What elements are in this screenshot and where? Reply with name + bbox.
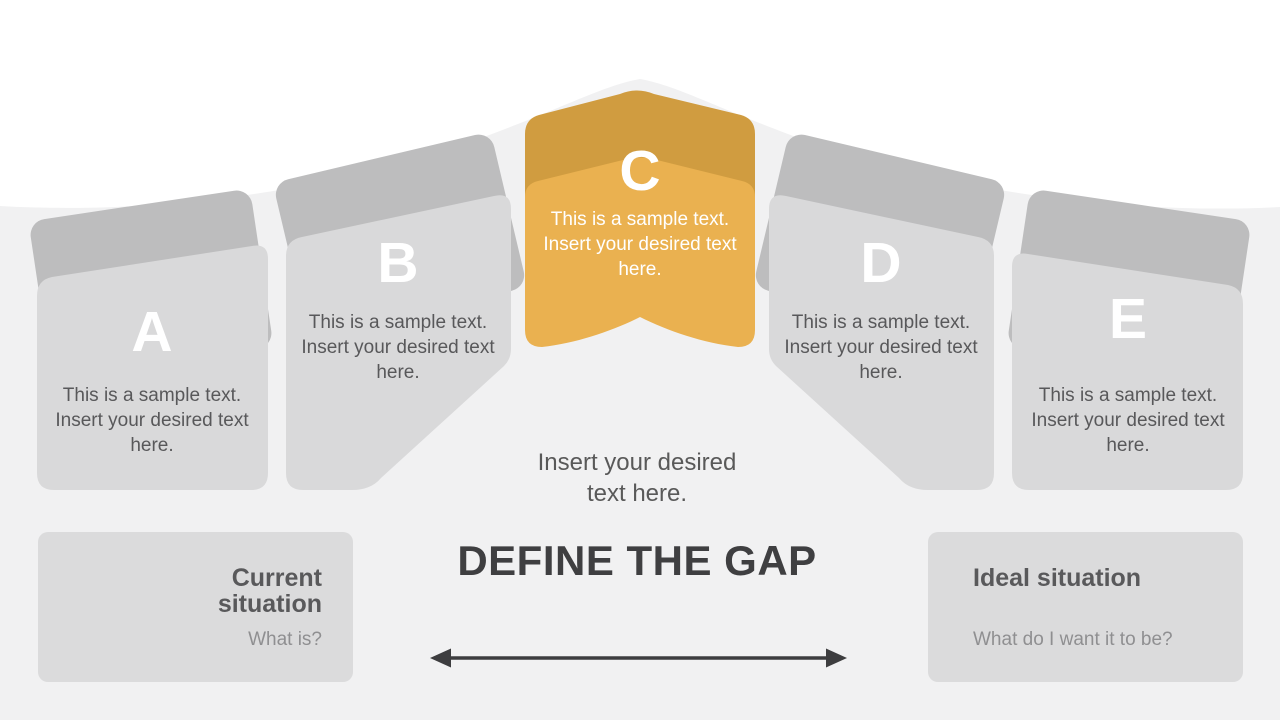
banner-e-front-shape bbox=[1012, 253, 1243, 490]
banner-b-letter: B bbox=[377, 231, 419, 295]
current-situation-heading: Current situation bbox=[217, 564, 322, 618]
banner-d-body-text: This is a sample text. Insert your desir… bbox=[784, 312, 978, 383]
ideal-situation-caption: What do I want it to be? bbox=[973, 629, 1173, 650]
slide-title: DEFINE THE GAP bbox=[457, 537, 817, 584]
center-placeholder-text: Insert your desired text here. bbox=[537, 449, 737, 507]
banner-b-front-shape bbox=[286, 195, 511, 490]
banner-a-body-text: This is a sample text. Insert your desir… bbox=[55, 385, 249, 456]
banner-e-body-text: This is a sample text. Insert your desir… bbox=[1031, 385, 1225, 456]
banner-a-letter: A bbox=[131, 300, 173, 364]
current-situation-box: Current situation What is? bbox=[38, 532, 353, 682]
banner-c-letter: C bbox=[619, 139, 661, 203]
banner-c-body-text: This is a sample text. Insert your desir… bbox=[543, 209, 737, 280]
banner-a-front-shape bbox=[37, 245, 268, 490]
banner-e-letter: E bbox=[1108, 287, 1148, 351]
ideal-situation-heading: Ideal situation bbox=[973, 564, 1142, 592]
banner-b-body-text: This is a sample text. Insert your desir… bbox=[301, 312, 495, 383]
banner-d-letter: D bbox=[860, 231, 902, 295]
current-situation-caption: What is? bbox=[248, 629, 322, 650]
ideal-situation-box: Ideal situation What do I want it to be? bbox=[928, 532, 1243, 682]
banner-c-front-shape bbox=[525, 157, 755, 347]
banner-d-front-shape bbox=[769, 195, 994, 490]
gap-double-arrow-icon bbox=[430, 648, 847, 668]
